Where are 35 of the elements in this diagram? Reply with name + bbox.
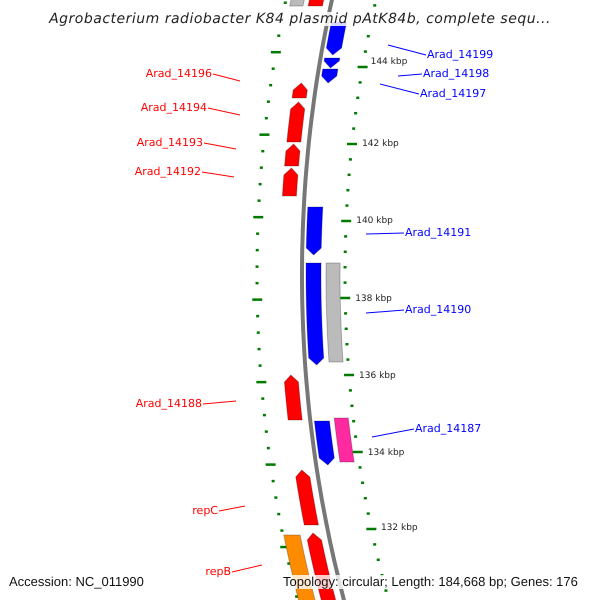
- scale-label: 132 kbp: [380, 523, 418, 533]
- leader-line: [204, 142, 236, 150]
- gene-label: repB: [205, 565, 231, 579]
- gene-label: Arad_14199: [427, 48, 494, 62]
- gene-label: Arad_14192: [134, 165, 201, 179]
- leader-line: [218, 506, 246, 512]
- scale-label: 134 kbp: [368, 448, 404, 458]
- leader-line: [366, 310, 404, 314]
- leader-line: [372, 428, 414, 438]
- gene-label: repC: [192, 504, 218, 518]
- leader-line: [232, 564, 262, 572]
- scale-label: 136 kbp: [359, 371, 396, 381]
- topology-text: Topology: circular; Length: 184,668 bp; Genes: 176: [281, 575, 580, 589]
- leader-line: [212, 74, 240, 82]
- gene-label: Arad_14188: [136, 397, 202, 411]
- scale-label: 144 kbp: [370, 57, 408, 67]
- accession-text: Accession: NC_011990: [7, 575, 146, 589]
- leader-line: [380, 84, 420, 94]
- scale-label: 138 kbp: [355, 294, 392, 304]
- leader-line: [398, 74, 422, 76]
- gene-label: Arad_14187: [415, 422, 482, 436]
- gene-label: Arad_14197: [420, 87, 486, 101]
- leader-line: [388, 44, 426, 56]
- gene-label: Arad_14190: [405, 303, 472, 317]
- leader-line: [202, 400, 236, 404]
- leader-line: [202, 172, 234, 178]
- scale-label: 140 kbp: [356, 216, 393, 226]
- gene-label: Arad_14191: [405, 226, 472, 240]
- gene-label: Arad_14194: [140, 101, 207, 115]
- scale-label: 142 kbp: [362, 139, 399, 149]
- gene-label: Arad_14193: [136, 136, 203, 150]
- gene-label: Arad_14198: [423, 67, 490, 81]
- leader-line: [366, 232, 404, 234]
- gene-label: Arad_14196: [146, 67, 212, 81]
- leader-line: [208, 108, 240, 116]
